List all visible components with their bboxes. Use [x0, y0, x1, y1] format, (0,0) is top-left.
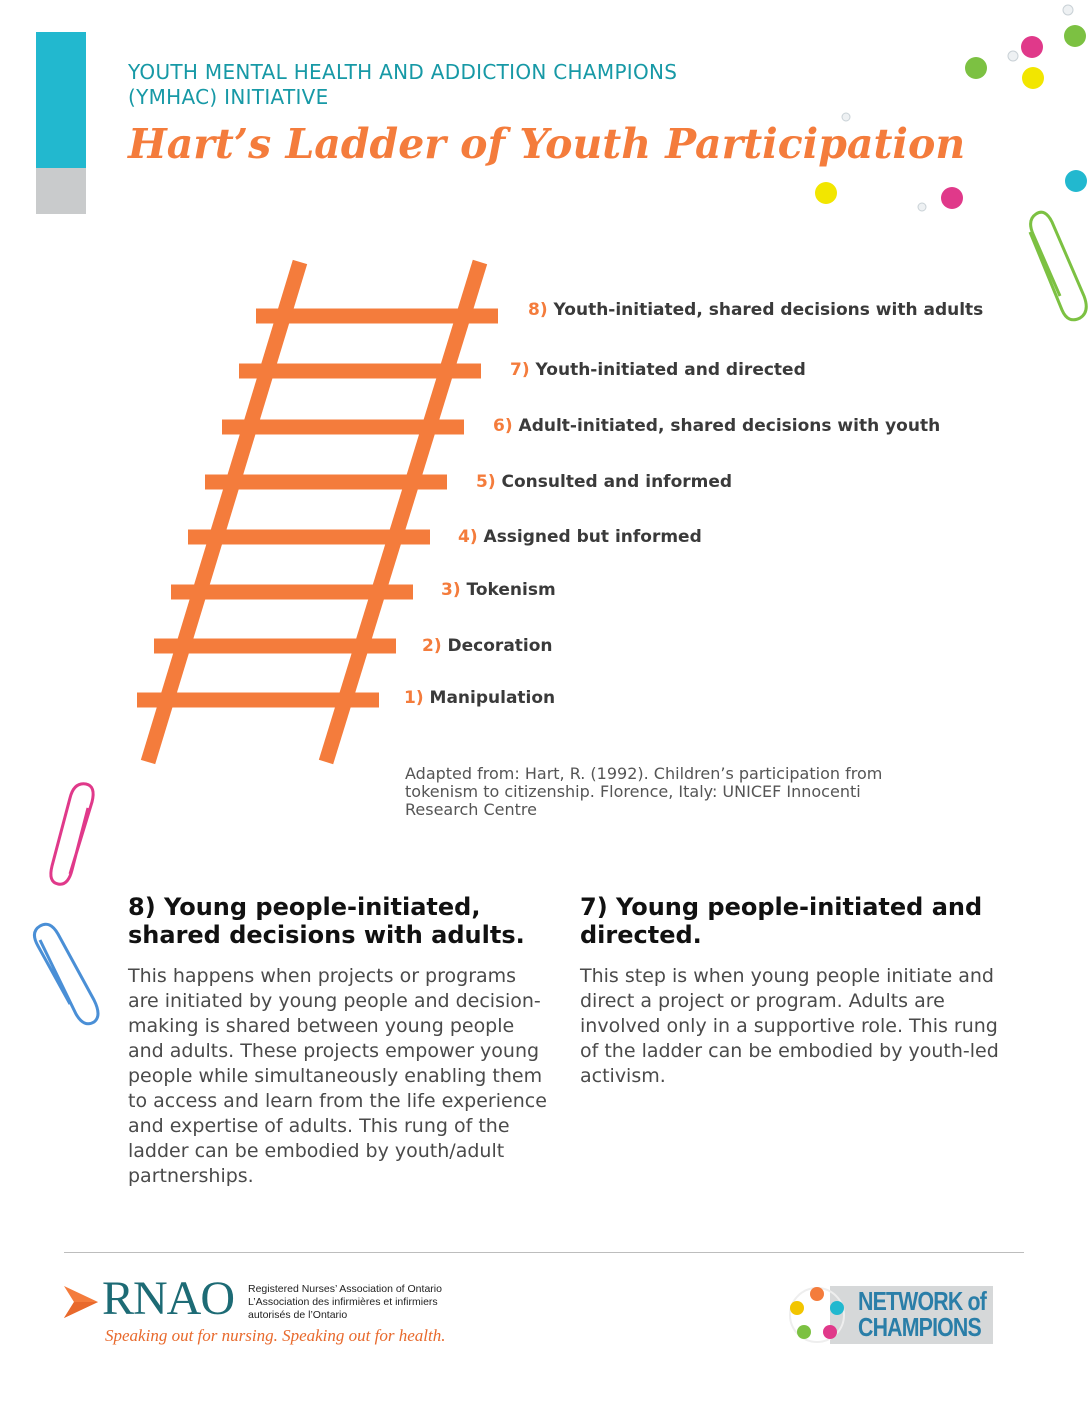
rung-number: 5): [476, 472, 496, 492]
network-of-champions-emblem-icon: [789, 1287, 845, 1343]
heading-line: shared decisions with adults.: [128, 921, 525, 949]
rnao-logo-text: RNAO: [102, 1272, 235, 1325]
decorative-dots: [815, 4, 1087, 212]
citation-line: Adapted from: Hart, R. (1992). Children’…: [405, 764, 883, 783]
paperclip-icon: [33, 922, 100, 1026]
ladder-rail-right: [318, 259, 488, 765]
rung-text: Manipulation: [429, 688, 556, 708]
footer-divider: [64, 1252, 1024, 1253]
network-of-champions-text: NETWORK of: [858, 1286, 987, 1316]
rnao-tagline: Speaking out for nursing. Speaking out f…: [105, 1326, 446, 1345]
ladder-rail-left: [140, 259, 308, 765]
initiative-name: YOUTH MENTAL HEALTH AND ADDICTION CHAMPI…: [128, 60, 848, 110]
paperclip-icon: [49, 782, 95, 886]
initiative-name-line-1: YOUTH MENTAL HEALTH AND ADDICTION CHAMPI…: [128, 60, 678, 84]
section-8-body: This happens when projects or programs a…: [128, 965, 547, 1187]
rung-number: 3): [441, 580, 461, 600]
rung-label-1: 1) Manipulation: [404, 687, 555, 709]
rung-label-5: 5) Consulted and informed: [476, 471, 732, 493]
rung-text: Adult-initiated, shared decisions with y…: [518, 416, 941, 436]
corner-accent-bar: [36, 32, 86, 168]
network-of-champions-logo-bg: [830, 1286, 993, 1344]
rung-text: Tokenism: [466, 580, 556, 600]
rung-number: 1): [404, 688, 424, 708]
rung-number: 2): [422, 636, 442, 656]
rung-label-2: 2) Decoration: [422, 635, 553, 657]
corner-accent-bar-grey: [36, 168, 86, 214]
rung-label-4: 4) Assigned but informed: [458, 526, 702, 548]
initiative-name-line-2: (YMHAC) INITIATIVE: [128, 85, 329, 109]
section-8-heading: 8) Young people-initiated, shared decisi…: [128, 893, 548, 949]
heading-line: 7) Young people-initiated and: [580, 893, 983, 921]
rung-number: 8): [528, 300, 548, 320]
rung-text: Decoration: [447, 636, 553, 656]
page-title: Hart’s Ladder of Youth Participation: [128, 120, 966, 168]
rung-label-6: 6) Adult-initiated, shared decisions wit…: [493, 415, 940, 437]
rung-number: 4): [458, 527, 478, 547]
citation-line: tokenism to citizenship. Florence, Italy…: [405, 782, 861, 801]
heading-line: directed.: [580, 921, 702, 949]
rung-label-8: 8) Youth-initiated, shared decisions wit…: [528, 299, 983, 321]
rung-number: 7): [510, 360, 530, 380]
paperclip-icon: [1028, 210, 1088, 322]
citation-line: Research Centre: [405, 800, 537, 819]
heading-line: 8) Young people-initiated,: [128, 893, 481, 921]
rung-text: Consulted and informed: [501, 472, 733, 492]
rung-text: Youth-initiated, shared decisions with a…: [553, 300, 984, 320]
rnao-name-english: Registered Nurses’ Association of Ontari…: [248, 1283, 442, 1295]
rung-text: Youth-initiated and directed: [535, 360, 806, 380]
rung-number: 6): [493, 416, 513, 436]
rung-label-7: 7) Youth-initiated and directed: [510, 359, 806, 381]
rnao-name-french: L’Association des infirmières et infirmi…: [248, 1296, 438, 1308]
rung-text: Assigned but informed: [483, 527, 702, 547]
rnao-name-french: autorisés de l’Ontario: [248, 1309, 348, 1321]
network-of-champions-text: CHAMPIONS: [858, 1312, 982, 1342]
rung-label-3: 3) Tokenism: [441, 579, 556, 601]
section-7-body: This step is when young people initiate …: [580, 965, 999, 1087]
section-7-heading: 7) Young people-initiated and directed.: [580, 893, 1000, 949]
ladder-graphic: [137, 259, 498, 765]
source-citation: Adapted from: Hart, R. (1992). Children’…: [405, 765, 945, 819]
rnao-logo-mark-icon: [64, 1286, 98, 1318]
